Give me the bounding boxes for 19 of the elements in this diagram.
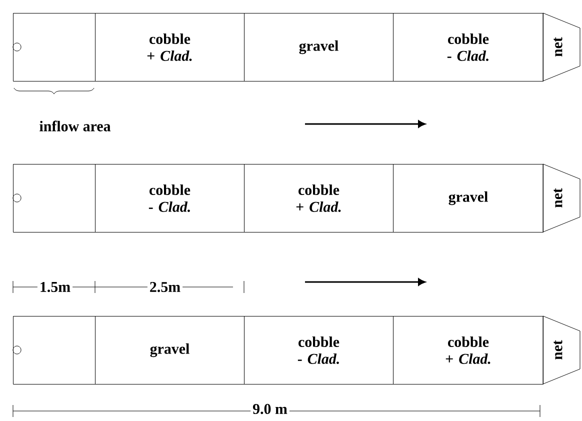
section-box: cobble - Clad. (393, 13, 544, 82)
brace-label: inflow area (40, 120, 111, 132)
inflow-box (12, 13, 96, 82)
inflow-box (12, 164, 96, 232)
dimension-label: 2.5m (147, 280, 183, 294)
section-box: cobble + Clad. (393, 316, 544, 384)
section-box: gravel (95, 316, 244, 384)
section-box: cobble - Clad. (95, 164, 244, 232)
dimension-label: 9.0 m (250, 402, 290, 416)
inflow-box (12, 316, 96, 384)
section-box: gravel (393, 164, 544, 232)
section-box: cobble + Clad. (95, 13, 244, 82)
net-trapezoid: net (542, 164, 580, 232)
section-box: cobble + Clad. (244, 164, 394, 232)
dimension-label: 1.5m (37, 280, 73, 294)
section-box: cobble - Clad. (244, 316, 394, 384)
section-box: gravel (244, 13, 394, 82)
net-trapezoid: net (542, 316, 580, 384)
net-trapezoid: net (542, 12, 580, 82)
